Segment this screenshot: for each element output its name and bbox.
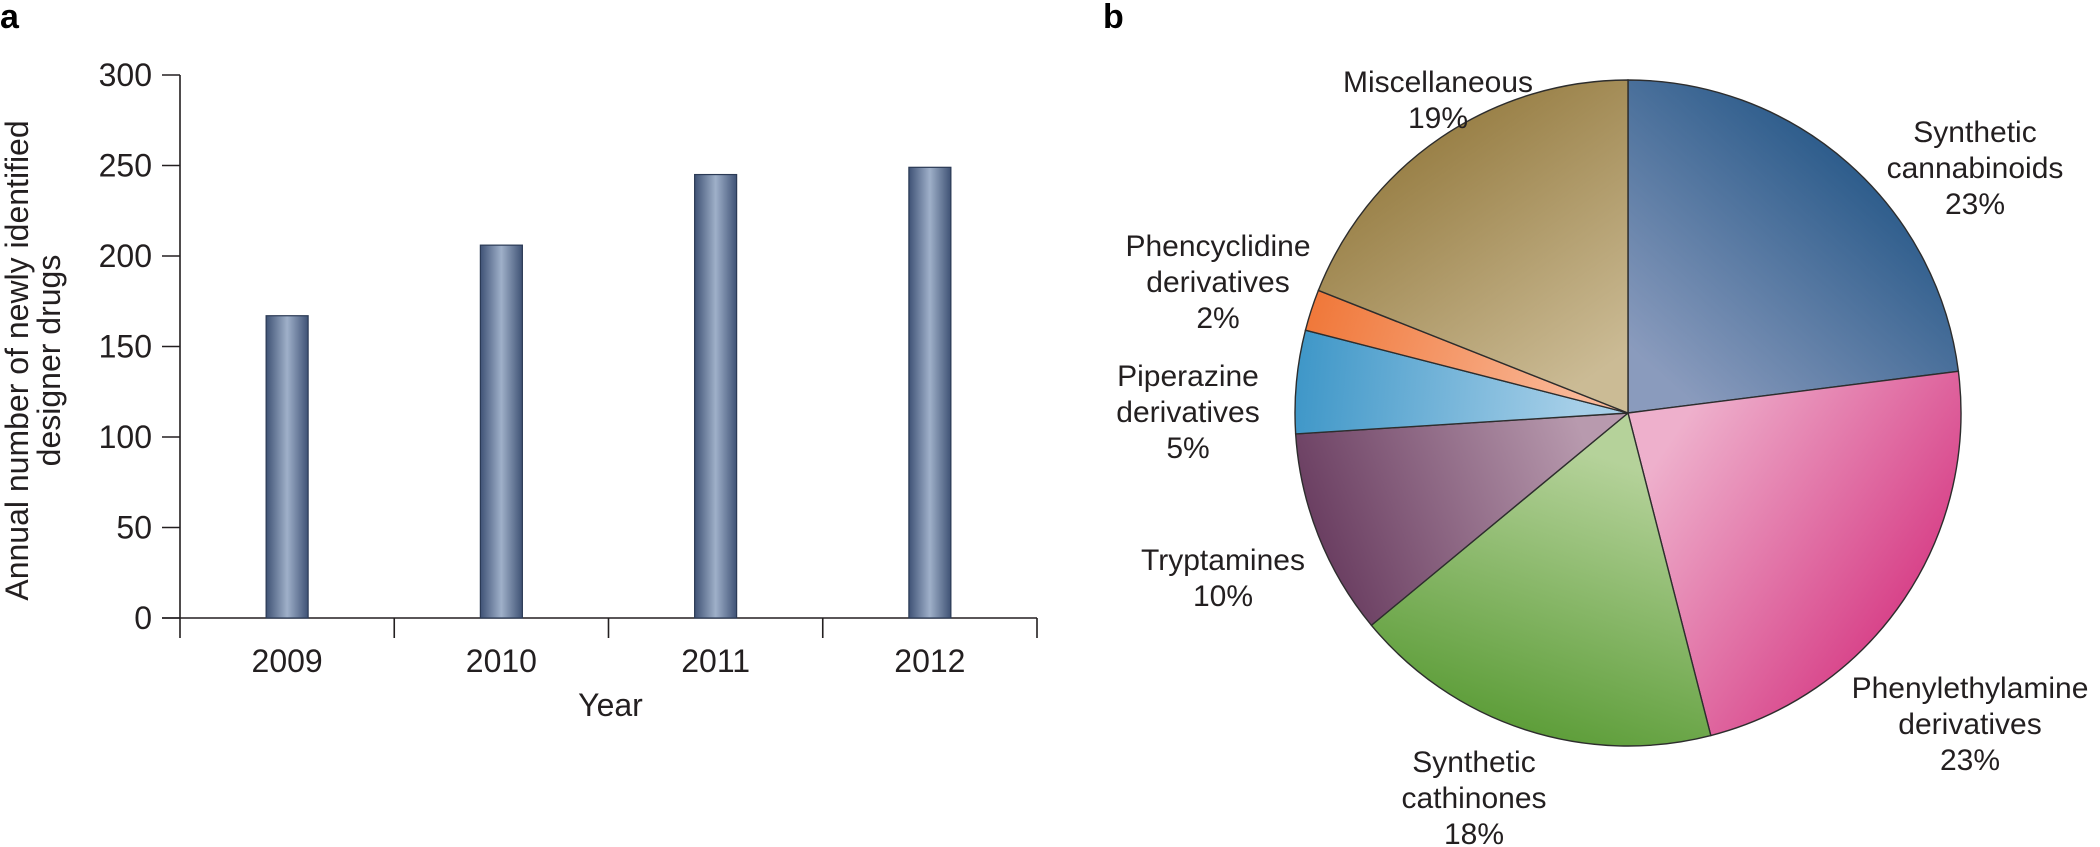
pie-label-line: derivatives xyxy=(1898,708,2041,741)
pie-label-line: Phencyclidine xyxy=(1125,230,1310,263)
pie-slice-2 xyxy=(1370,411,1712,747)
pie-label-line: Synthetic xyxy=(1913,116,2036,149)
pie-label-line: Tryptamines xyxy=(1141,544,1305,577)
pie-label-line: derivatives xyxy=(1116,396,1259,429)
pie-label-percent: 2% xyxy=(1196,302,1239,335)
pie-label-line: derivatives xyxy=(1146,266,1289,299)
bar-2009 xyxy=(265,315,309,619)
x-tick-label: 2012 xyxy=(894,643,965,679)
pie-label-line: Phenylethylamine xyxy=(1852,672,2089,705)
pie-slice-3 xyxy=(1294,412,1631,627)
y-tick-label: 300 xyxy=(99,57,152,93)
x-tick-label: 2009 xyxy=(252,643,323,679)
y-tick-label: 100 xyxy=(99,419,152,455)
pie-slice-1 xyxy=(1627,370,1962,737)
x-tick-label: 2010 xyxy=(466,643,537,679)
pie-label-line: cathinones xyxy=(1401,782,1546,815)
y-tick-label: 0 xyxy=(134,600,152,636)
y-tick-label: 50 xyxy=(116,510,152,546)
bar-2011 xyxy=(694,173,738,619)
pie-label-percent: 19% xyxy=(1408,102,1468,135)
y-tick-label: 200 xyxy=(99,238,152,274)
pie-label-percent: 5% xyxy=(1166,432,1209,465)
bar-2012 xyxy=(908,166,952,619)
y-tick-label: 250 xyxy=(99,148,152,184)
bar-2010 xyxy=(479,244,523,619)
pie-label-percent: 23% xyxy=(1940,744,2000,777)
y-tick-label: 150 xyxy=(99,329,152,365)
pie-label-percent: 18% xyxy=(1444,818,1504,847)
pie-label-line: Synthetic xyxy=(1412,746,1535,779)
panel-letter-b: b xyxy=(1103,0,1124,36)
pie-label-line: Miscellaneous xyxy=(1343,66,1533,99)
pie-slice-6 xyxy=(1317,79,1629,415)
x-axis-title: Year xyxy=(578,687,643,723)
y-axis-title-line: Annual number of newly identified xyxy=(0,120,35,600)
y-axis-title: Annual number of newly identifieddesigne… xyxy=(0,120,67,600)
x-tick-label: 2011 xyxy=(681,643,750,679)
panel-letter-a: a xyxy=(0,0,20,36)
pie-label-percent: 10% xyxy=(1193,580,1253,613)
pie-label-line: cannabinoids xyxy=(1887,152,2064,185)
pie-slice-0 xyxy=(1627,79,1960,414)
pie-label-line: Piperazine xyxy=(1117,360,1259,393)
y-axis-title-line: designer drugs xyxy=(31,255,67,467)
pie-label-percent: 23% xyxy=(1945,188,2005,221)
